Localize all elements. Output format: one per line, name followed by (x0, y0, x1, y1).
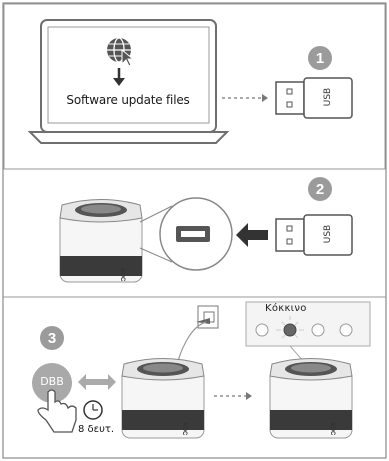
dbb-button-icon (32, 363, 72, 403)
laptop-caption: Software update files (66, 93, 190, 107)
step-badge-3: 3 (40, 326, 64, 350)
speaker-step2: AOC (59, 199, 143, 283)
speaker-step3-left: AOC (121, 358, 205, 439)
svg-text:AOC: AOC (181, 422, 187, 436)
dashed-arrow-2 (214, 392, 252, 400)
usb-label-1: USB (323, 87, 333, 107)
step-badge-2: 2 (308, 177, 332, 201)
insert-arrow-icon (236, 223, 268, 247)
brand-logo: AOC (119, 268, 125, 282)
download-arrow-icon (113, 68, 125, 86)
dbb-button-label: DBB (40, 375, 64, 388)
step-badge-1: 1 (308, 46, 332, 70)
double-arrow-icon (78, 374, 116, 390)
port-zoom-callout (139, 197, 233, 271)
usb-stick-icon-2 (275, 214, 353, 256)
timer-icon (83, 400, 103, 420)
svg-text:AOC: AOC (329, 422, 335, 436)
dashed-arrow-1 (222, 94, 268, 102)
pointing-hand-icon (37, 389, 77, 433)
usb-stick-icon (275, 77, 353, 119)
hold-time-label: 8 δευτ. (78, 424, 115, 435)
globe-cursor-icon (107, 37, 135, 67)
speaker-step3-right: AOC (269, 358, 353, 439)
laptop-icon (27, 19, 230, 144)
usb-label-2: USB (323, 224, 333, 244)
power-outlet-icon (177, 305, 219, 363)
led-status-callout (245, 301, 371, 363)
led-color-label: Κόκκινο (265, 303, 307, 314)
